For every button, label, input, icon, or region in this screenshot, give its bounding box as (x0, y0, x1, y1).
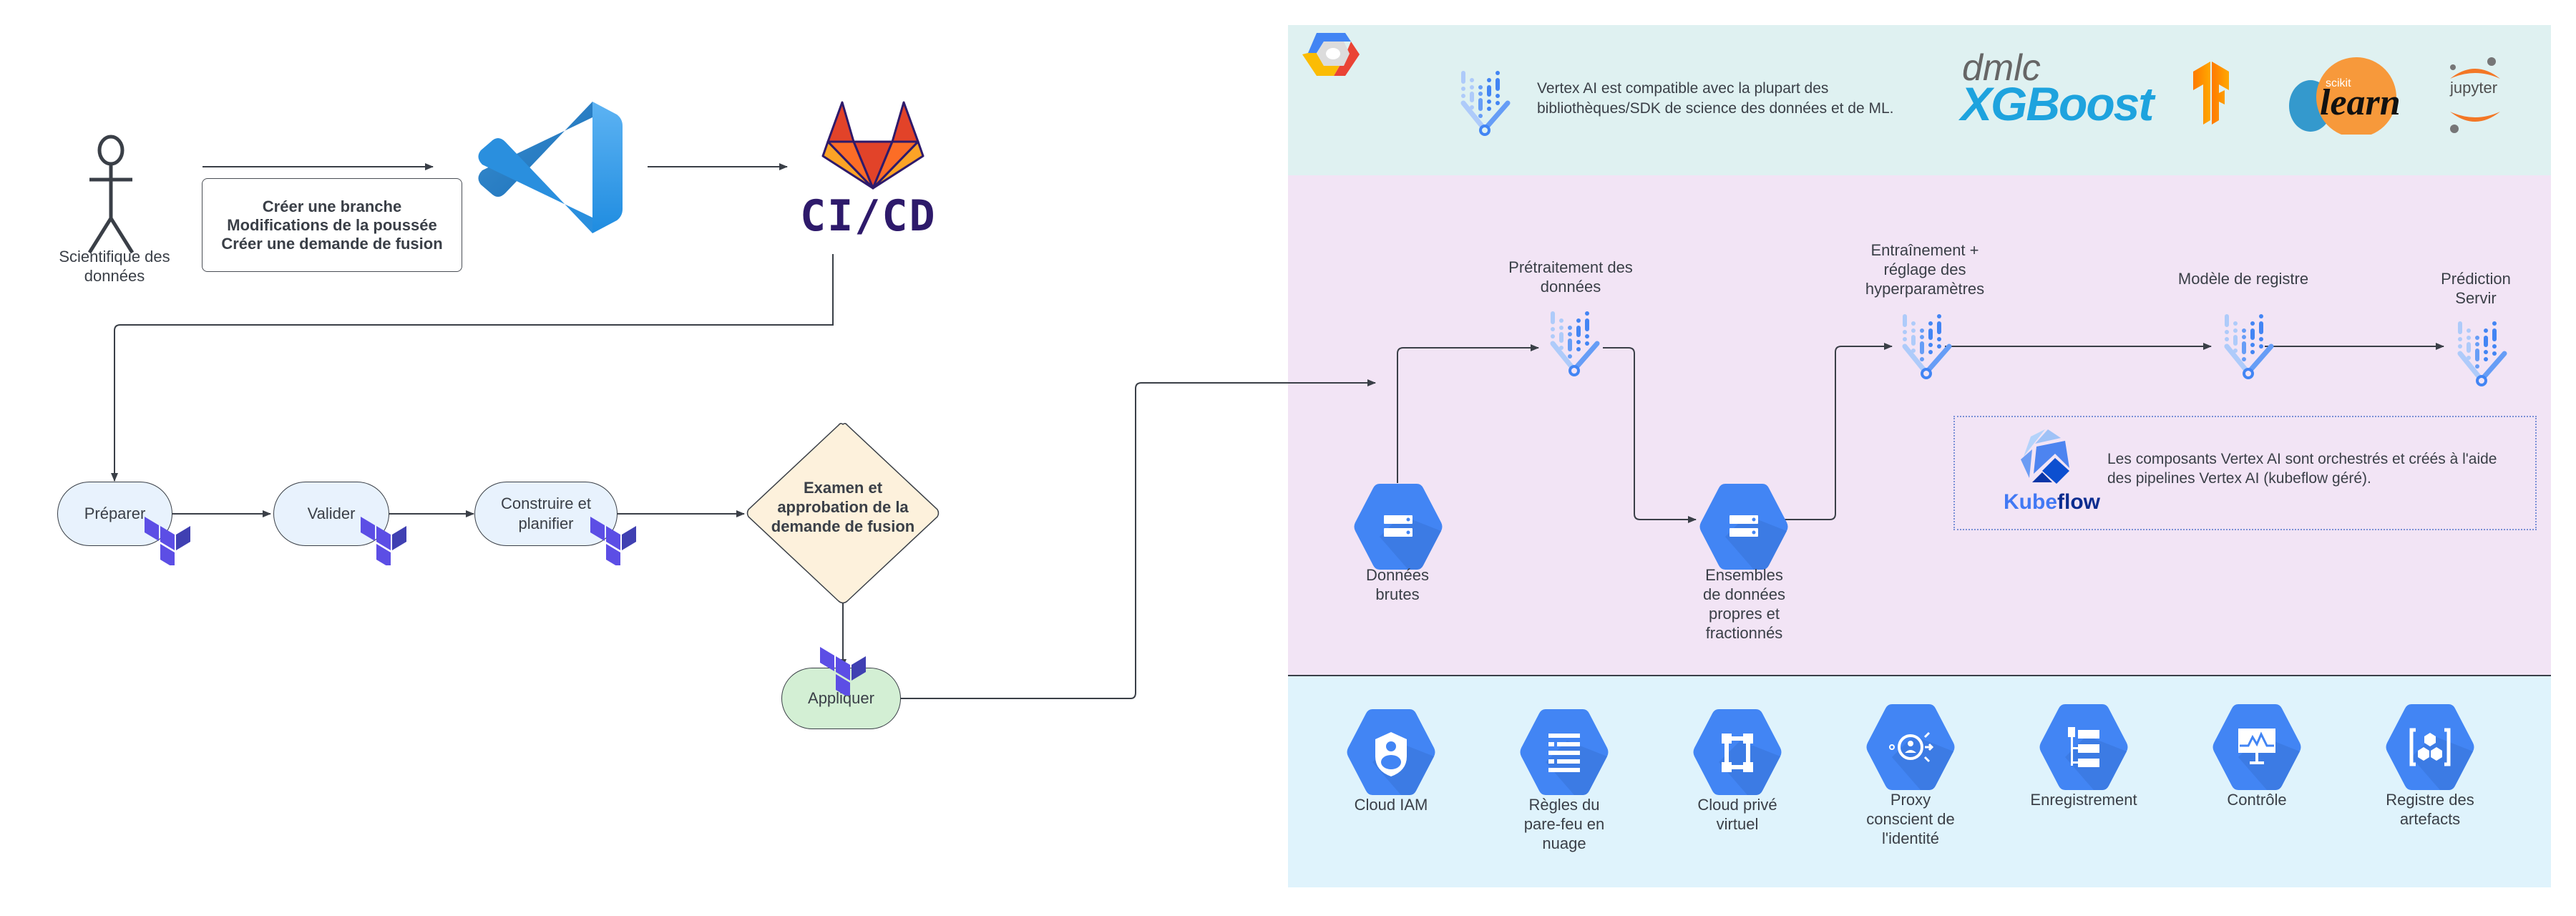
vpc-icon[interactable] (1690, 705, 1785, 799)
service-label: Cloud IAM (1354, 796, 1428, 814)
identity-aware-proxy-icon[interactable] (1863, 700, 1958, 794)
service-label: Contrôle (2227, 791, 2287, 809)
cloud-storage-icon[interactable] (1351, 479, 1445, 574)
jupyter-text: jupyter (2450, 79, 2498, 97)
git-action-line: Créer une demande de fusion (221, 234, 443, 253)
decision-diamond[interactable] (744, 422, 942, 604)
terraform-icon (590, 517, 636, 565)
vscode-logo-icon (478, 102, 623, 233)
wire-cicd-to-prepare (111, 254, 834, 482)
step-build-plan[interactable]: Construire et planifier (474, 482, 618, 546)
vertex-ai-icon[interactable] (1537, 306, 1603, 381)
kubeflow-logo-icon (2021, 429, 2069, 484)
google-cloud-logo-icon (1302, 33, 1360, 76)
kubeflow-logo-text: Kubeflow (2004, 490, 2100, 514)
step-label: Préparer (84, 505, 146, 522)
jupyter-logo-icon (2450, 57, 2500, 133)
logging-icon[interactable] (2036, 700, 2131, 794)
vertex-ai-icon[interactable] (2211, 309, 2277, 384)
cloud-iam-icon[interactable] (1344, 705, 1438, 799)
step-label: Construire et planifier (501, 494, 591, 532)
compat-text: Vertex AI est compatible avec la plupart… (1537, 80, 1894, 117)
git-action-line: Créer une branche (262, 197, 402, 215)
decision-label: Examen et approbation de la demande de f… (771, 479, 915, 535)
vertex-ai-icon[interactable] (1889, 309, 1955, 384)
git-actions-box: Créer une branche Modifications de la po… (202, 178, 462, 272)
firewall-rules-icon[interactable] (1517, 705, 1611, 799)
artifact-registry-icon[interactable] (2383, 700, 2477, 794)
scikit-learn-logo-icon (2289, 57, 2396, 135)
registry-label: Modèle de registre (2177, 270, 2309, 288)
xgboost-dmlc-text: dmlc (1962, 47, 2041, 89)
vertex-ai-icon[interactable] (2444, 316, 2510, 391)
kubeflow-note-text: Les composants Vertex AI sont orchestrés… (2107, 451, 2497, 487)
step-label: Valider (307, 505, 356, 522)
gitlab-cicd-logo-icon (821, 101, 924, 190)
kubeflow-note (1953, 416, 2537, 530)
learn-text: learn (2320, 82, 2401, 123)
git-action-line: Modifications de la poussée (227, 215, 437, 234)
service-label: Enregistrement (2030, 791, 2137, 809)
stick-figure-icon (87, 135, 135, 254)
terraform-icon (820, 647, 866, 696)
actor-label: Scientifique des données (59, 248, 170, 285)
cloud-storage-icon[interactable] (1697, 479, 1791, 574)
tensorflow-logo-icon (2193, 62, 2229, 125)
xgboost-logo-text: XGBoost (1961, 77, 2154, 130)
vertex-ai-icon (1460, 71, 1511, 136)
scikit-small-text: scikit (2326, 77, 2351, 89)
cicd-text: CI/CD (800, 191, 937, 241)
monitoring-icon[interactable] (2210, 700, 2304, 794)
terraform-icon (361, 517, 406, 565)
terraform-icon (145, 517, 190, 565)
